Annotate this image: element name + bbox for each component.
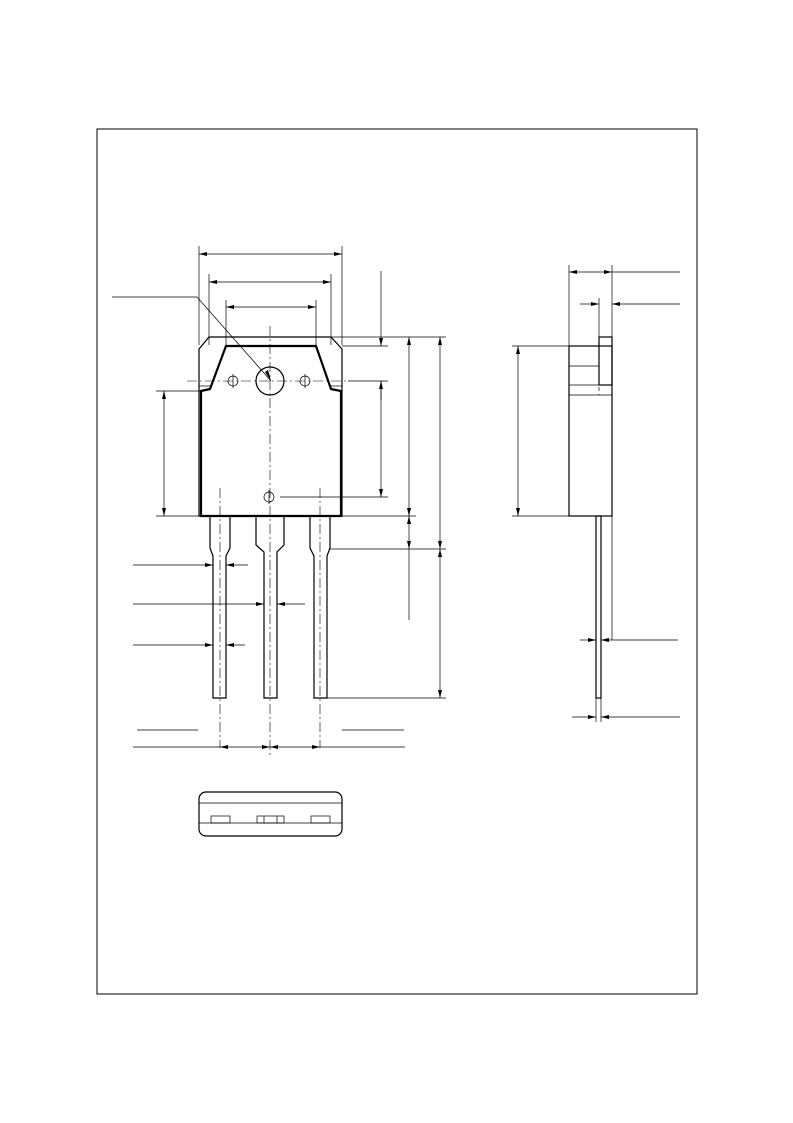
side-view: [512, 265, 680, 722]
front-view: [112, 246, 446, 755]
bottom-lead-right: [310, 815, 331, 824]
dimension-overall-height: [327, 337, 446, 699]
dimension-side-lead-thickness: [580, 516, 678, 642]
bottom-body: [198, 791, 343, 837]
dimension-lead-middle-width: [133, 602, 305, 606]
reference-marker-bottom: [263, 490, 275, 504]
bottom-view: [198, 791, 343, 837]
dimension-lead-width: [133, 643, 245, 647]
dimension-hole-offset: [342, 271, 388, 400]
side-tab: [598, 336, 613, 386]
dimension-side-lead-tip: [572, 698, 680, 722]
lead-right: [309, 516, 331, 699]
bottom-lead-left: [210, 815, 231, 824]
dimension-lead-pitch: [133, 729, 405, 749]
case-outline: [199, 344, 343, 518]
lead-middle: [255, 516, 285, 699]
side-lead: [595, 515, 602, 699]
dimension-side-tab-thickness: [580, 298, 680, 337]
dimension-lead-shoulder: [133, 563, 248, 567]
page-frame: [96, 128, 698, 995]
dimension-side-body-height: [512, 345, 569, 517]
side-body: [568, 345, 613, 517]
dimension-case-height: [156, 390, 201, 517]
bottom-lead-middle: [256, 815, 285, 824]
dimension-side-thickness: [568, 265, 680, 346]
dimension-overall-width: [198, 246, 343, 345]
dimension-tab-width: [225, 300, 317, 345]
dimension-hole-to-bottom: [280, 381, 388, 498]
dimension-body-height: [330, 336, 446, 620]
lead-left: [209, 516, 231, 699]
dimension-case-width: [208, 274, 332, 345]
